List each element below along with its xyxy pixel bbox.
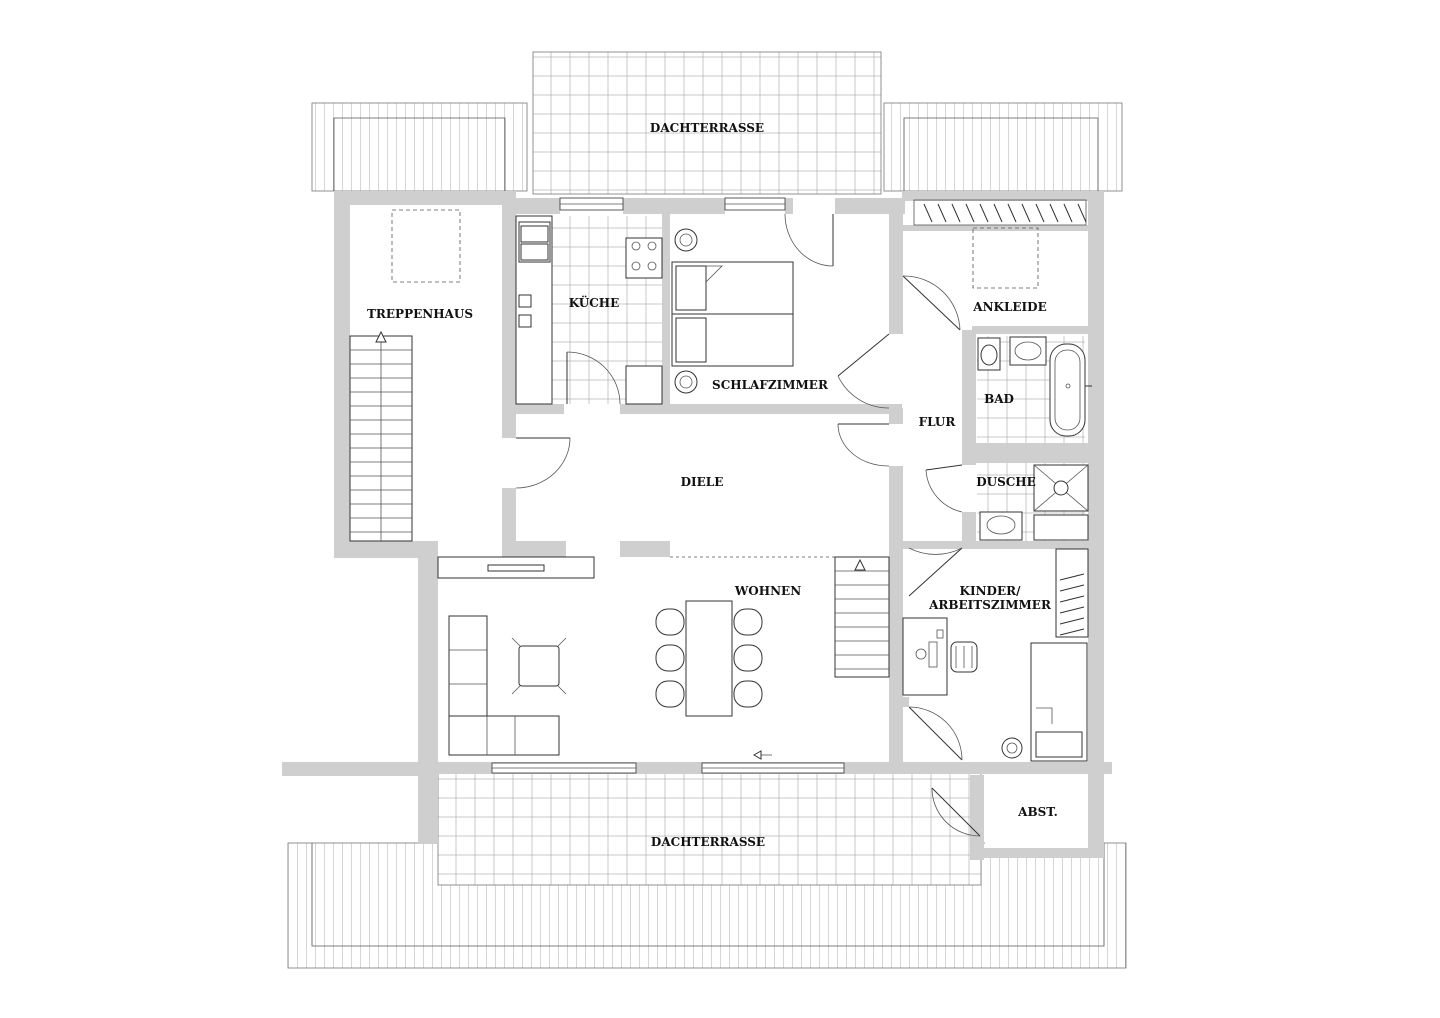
label-ankleide: ANKLEIDE [972,300,1046,314]
door-swings [515,213,981,837]
terrace-top [532,51,882,195]
windows [491,197,889,774]
label-dachterrasse-bottom: DACHTERRASSE [651,835,765,849]
skylight-ankleide [972,227,1039,289]
label-flur: FLUR [919,415,957,429]
skylight-treppenhaus [391,209,461,283]
living-furniture [437,556,772,760]
stairs-treppenhaus [349,330,413,542]
storage-floor [985,775,1088,857]
label-diele: DIELE [681,475,724,489]
kinder-furniture [902,617,1088,762]
label-dusche: DUSCHE [976,475,1036,489]
roof-top-left [311,102,528,192]
terrace-bottom [437,772,982,886]
stairs-wohnen [834,556,890,678]
label-wohnen: WOHNEN [734,584,801,598]
label-dachterrasse-top: DACHTERRASSE [650,121,764,135]
kitchen-units [515,215,663,405]
label-kueche: KÜCHE [569,294,620,310]
label-bad: BAD [984,392,1014,406]
wardrobe-ankleide [913,199,1087,226]
label-arbeitszimmer: ARBEITSZIMMER [928,598,1052,612]
bed [671,228,794,394]
room-labels: DACHTERRASSE TREPPENHAUS KÜCHE SCHLAFZIM… [367,121,1058,849]
label-treppenhaus: TREPPENHAUS [367,307,473,321]
shower-fixtures [979,464,1089,541]
bath-fixtures [977,336,1092,437]
roof-top-right [883,102,1123,192]
label-schlafzimmer: SCHLAFZIMMER [712,378,829,392]
label-abst: ABST. [1017,805,1058,819]
label-kinder: KINDER/ [960,584,1022,598]
wardrobe-kinder [1055,548,1089,638]
